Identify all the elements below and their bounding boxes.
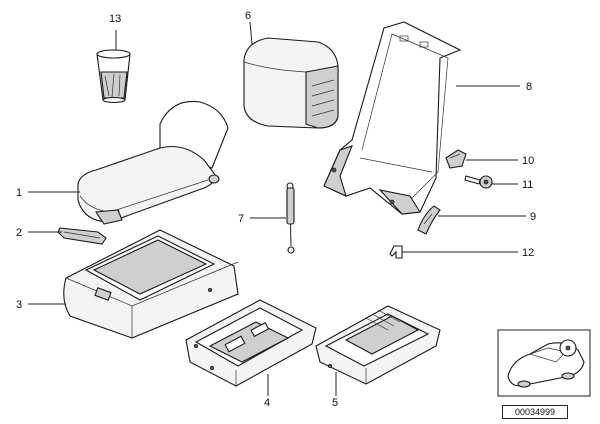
callout-8: 8 (526, 81, 532, 93)
hook-part (389, 245, 403, 259)
armrest-lid-part (77, 100, 229, 225)
backrest-frame-part (323, 21, 462, 215)
leader-lines (28, 21, 526, 396)
callout-1: 1 (16, 187, 22, 199)
gas-spring-part (286, 182, 295, 254)
armrest-base-part (63, 229, 239, 339)
clip-part (445, 149, 467, 169)
callout-6: 6 (245, 10, 251, 22)
callout-7: 7 (238, 213, 244, 225)
callout-4: 4 (264, 397, 270, 409)
storage-tray-right-part (315, 305, 441, 385)
callout-12: 12 (522, 247, 534, 259)
car-thumbnail (497, 329, 591, 397)
callout-13: 13 (109, 13, 121, 25)
diagram-id-label: 00034999 (502, 405, 568, 419)
callout-2: 2 (16, 227, 22, 239)
cup-part (96, 49, 131, 104)
small-pad-part (57, 227, 107, 245)
callout-9: 9 (530, 211, 536, 223)
callout-3: 3 (16, 299, 22, 311)
cushion-block-part (243, 37, 339, 129)
screw-part (464, 175, 493, 189)
callout-11: 11 (522, 179, 533, 191)
callout-5: 5 (332, 397, 338, 409)
callout-10: 10 (522, 155, 534, 167)
bracket-part (417, 205, 441, 235)
storage-tray-left-part (185, 299, 317, 387)
